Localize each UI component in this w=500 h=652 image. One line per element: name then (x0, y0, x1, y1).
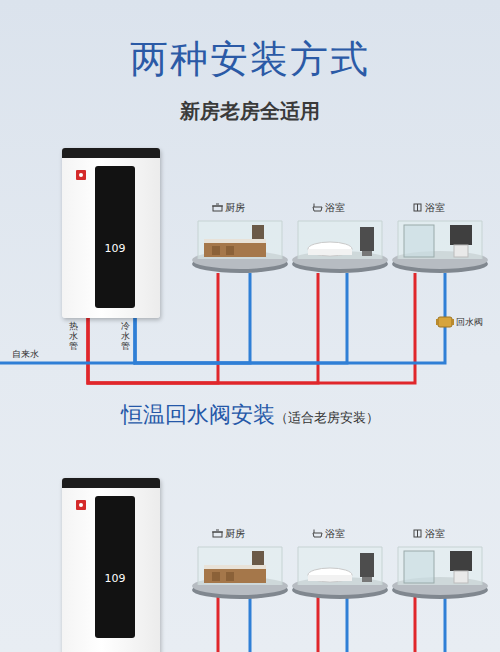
room-heading: 厨房 (190, 200, 290, 215)
main-title: 两种安装方式 (0, 34, 500, 85)
section-caption: 恒温回水阀安装 (121, 400, 275, 430)
room-label: 厨房 (225, 527, 245, 541)
room-platform: 厨房 (190, 526, 290, 599)
mains-pipe (0, 362, 135, 365)
water-heater: 109 (62, 148, 160, 318)
heater-top-band (62, 478, 160, 488)
room-label: 浴室 (425, 201, 445, 215)
room-platform: 浴室 (290, 526, 390, 599)
room-heading: 厨房 (190, 526, 290, 541)
inlet-label: 自来水 (12, 348, 39, 361)
water-pipe (135, 273, 445, 363)
display-digits: 109 (95, 242, 135, 255)
water-heater: 109 (62, 478, 160, 652)
brand-logo (76, 170, 86, 180)
bath-icon (312, 529, 323, 538)
room-illustration (290, 215, 390, 273)
room-platform: 浴室 (390, 200, 490, 273)
heater-top-band (62, 148, 160, 158)
valve-label: 回水阀 (456, 316, 483, 329)
room-illustration (390, 541, 490, 599)
kitchen-icon (212, 529, 223, 538)
room-platform: 浴室 (290, 200, 390, 273)
display-panel: 109 (95, 166, 135, 308)
kitchen-icon (212, 203, 223, 212)
caption-row: 恒温回水阀安装（适合老房安装） (0, 400, 500, 430)
display-digits: 109 (95, 572, 135, 585)
room-heading: 浴室 (290, 200, 390, 215)
section-note: （适合老房安装） (275, 409, 379, 427)
room-heading: 浴室 (390, 526, 490, 541)
room-heading: 浴室 (390, 200, 490, 215)
room-label: 浴室 (425, 527, 445, 541)
pipe-label: 冷水管 (121, 322, 130, 352)
room-label: 浴室 (325, 201, 345, 215)
pipe-label: 热水管 (69, 322, 78, 352)
room-label: 浴室 (325, 527, 345, 541)
water-pipe (135, 273, 347, 363)
room-illustration (190, 541, 290, 599)
shower-icon (412, 529, 423, 538)
display-panel: 109 (95, 496, 135, 638)
room-heading: 浴室 (290, 526, 390, 541)
room-label: 厨房 (225, 201, 245, 215)
pipe-stubs (218, 590, 445, 652)
brand-logo (76, 500, 86, 510)
room-illustration (390, 215, 490, 273)
room-illustration (290, 541, 390, 599)
subtitle: 新房老房全适用 (0, 98, 500, 125)
bath-icon (312, 203, 323, 212)
room-platform: 浴室 (390, 526, 490, 599)
shower-icon (412, 203, 423, 212)
return-valve (436, 317, 454, 327)
room-illustration (190, 215, 290, 273)
room-platform: 厨房 (190, 200, 290, 273)
